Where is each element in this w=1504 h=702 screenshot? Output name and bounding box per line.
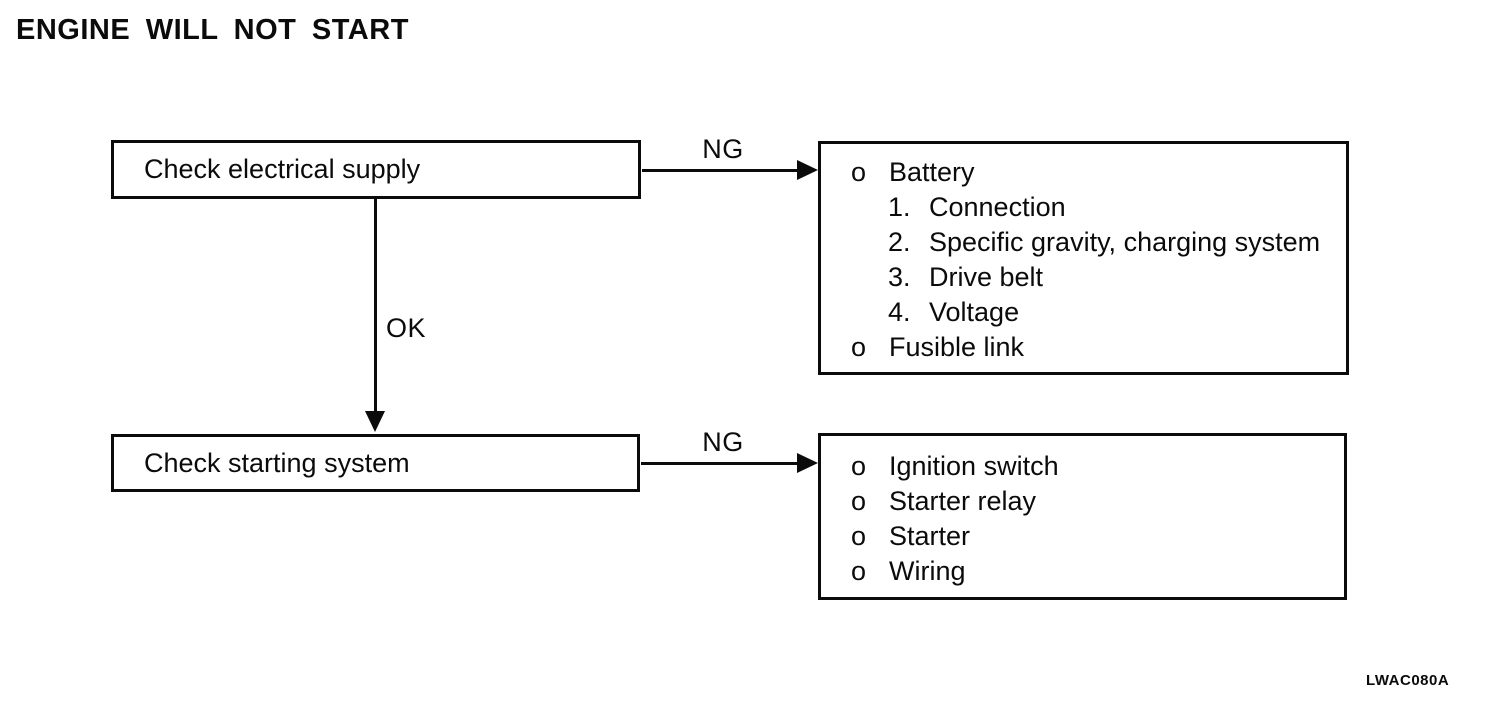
list-item: 2. Specific gravity, charging system [821, 225, 1346, 260]
list-item: o Wiring [821, 554, 1344, 589]
bullet-marker: o [851, 486, 867, 516]
ng2-arrowhead-right-icon [797, 453, 818, 473]
edge-label-ng-2: NG [702, 427, 744, 457]
item-text: Battery [889, 157, 975, 187]
list-item: o Starter [821, 519, 1344, 554]
list-item: 4. Voltage [821, 295, 1346, 330]
item-text: Drive belt [929, 262, 1044, 292]
list-item: o Battery [821, 155, 1346, 190]
bullet-marker: o [851, 157, 867, 187]
number-marker: 2. [888, 227, 911, 257]
ng1-arrow-line [642, 169, 800, 172]
number-marker: 3. [888, 262, 911, 292]
number-marker: 1. [888, 192, 911, 222]
list-item: o Starter relay [821, 484, 1344, 519]
figure-code: LWAC080A [1366, 672, 1450, 689]
step-box-check-electrical-supply: Check electrical supply [111, 140, 641, 199]
ok-arrowhead-down-icon [365, 411, 385, 432]
bullet-marker: o [851, 556, 867, 586]
result-box-starting-system: o Ignition switch o Starter relay o Star… [818, 433, 1347, 600]
diagram-title: ENGINE WILL NOT START [16, 14, 409, 46]
step-label: Check electrical supply [144, 154, 421, 184]
item-text: Starter relay [889, 486, 1037, 516]
list-item: 3. Drive belt [821, 260, 1346, 295]
ng2-arrow-line [641, 462, 800, 465]
edge-label-ok: OK [386, 313, 427, 343]
bullet-marker: o [851, 332, 867, 362]
ng1-arrowhead-right-icon [797, 160, 818, 180]
item-text: Starter [889, 521, 971, 551]
item-text: Connection [929, 192, 1066, 222]
item-text: Ignition switch [889, 451, 1059, 481]
list-item: o Ignition switch [821, 449, 1344, 484]
number-marker: 4. [888, 297, 911, 327]
list-item: 1. Connection [821, 190, 1346, 225]
step-box-check-starting-system: Check starting system [111, 434, 640, 492]
item-text: Specific gravity, charging system [929, 227, 1321, 257]
bullet-marker: o [851, 451, 867, 481]
item-text: Voltage [929, 297, 1020, 327]
edge-label-ng-1: NG [702, 134, 744, 164]
list-item: o Fusible link [821, 330, 1346, 365]
step-label: Check starting system [144, 447, 410, 478]
ok-arrow-line [374, 199, 377, 412]
bullet-marker: o [851, 521, 867, 551]
item-text: Wiring [889, 556, 966, 586]
result-box-electrical-supply: o Battery 1. Connection 2. Specific grav… [818, 141, 1349, 375]
item-text: Fusible link [889, 332, 1025, 362]
